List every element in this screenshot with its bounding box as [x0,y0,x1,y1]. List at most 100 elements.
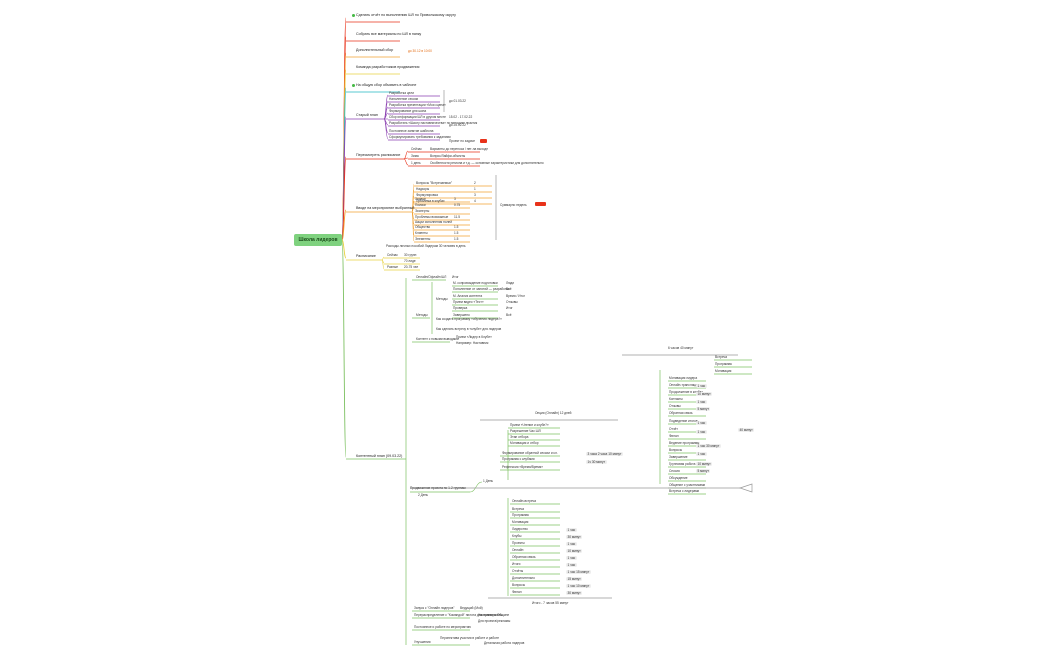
old-plan-item-4[interactable]: Сбор информации ШЛ в другом месте [389,115,446,119]
red-flag-icon: _____ [535,201,546,206]
workshop-listval-1: 0.75 [454,203,461,207]
workshop-title[interactable]: Вводе на мероприятие выбранный [356,206,415,210]
workshop-list-5: Общество [415,225,431,229]
cp-right-item-7: Отзывы [669,404,681,408]
cp-right-time-4: 1 час [696,420,707,426]
branch-line [381,256,385,261]
cp-day2-time-3: 10 минут [566,548,583,554]
cp-mid-lower-1: Программа с клубами [502,457,535,461]
schedule-val-1: 70 лиде [404,259,416,263]
old-plan-item-5[interactable]: Разработать «Школу наставничества» по ме… [389,121,478,125]
cp-day2-item-7: Онлайн [512,548,524,552]
cp-top-0: Онлайн/Офлайн ШЛ [416,275,447,279]
cp-right-item-9: Подведение итогов [669,419,698,423]
workshop-list-4: Акции исполнения полей [415,220,452,224]
cp-method-val-3: Отзывы [506,300,518,304]
cp-question-1: Как сделать встречу в «клубе» для лидеро… [436,327,502,331]
schedule-key-0: Сейчас [387,253,398,257]
old-plan-item-2[interactable]: Разработка презентации «Моя сцена» [389,103,446,107]
cp-right-item-4: Онлайн-трансляция [669,383,699,387]
branch-line [403,158,409,166]
cp-mid-item-2: Этап отбора [510,435,529,439]
check-icon [352,14,355,17]
old-plan-item-3[interactable]: Формирование дня шопа [389,109,427,113]
root-topic[interactable]: Школа лидеров [294,234,342,246]
workshop-sub-1[interactable]: Надзоры [416,187,430,191]
cp-top-2: Контент с новыми выводами [416,337,459,341]
cp-right-time-10: 40 минут [738,427,755,433]
workshop-subval-0: 2 [474,181,476,185]
workshop-sub-0[interactable]: Вопросы "Встречаемых" [416,181,453,185]
cp-right-item-1: Программа [715,362,732,366]
cp-mid-time-1: 1ч 30 минут [586,459,607,465]
cp-right-item-0: Встреча [715,355,728,359]
schedule-key-2: Разные [387,265,399,269]
red-flag-icon: ___ [480,138,488,143]
cp-right-time-0: 1 час [696,383,707,389]
cp-right-item-15: Групповая работа [669,462,696,466]
cp-method-2: М. Анализ контента [453,294,483,298]
cp-method-val-5: Всё [506,313,512,317]
cp-day2-item-6: Проекты [512,541,525,545]
cp-right-item-11: Финал [669,434,679,438]
cp-right-time-3: 5 минут [696,406,711,412]
cp-right-item-13: Вопросы [669,448,683,452]
cp-bottom-note-4: Детальная работа лидеров [484,641,525,645]
cp-bottom-note-3: Перспектива участия в работе и работе [440,636,500,640]
workshop-listval-7: 1.5 [454,237,459,241]
workshop-listval-6: 1.5 [454,231,459,235]
workshop-subval-1: 1 [474,187,476,191]
cp-mid-label: Продвижение проекта по 1-2 группам [410,486,466,490]
topic-top-3[interactable]: Команда разработчиков продвижения [356,65,420,69]
cp-methods-head: Методы [436,297,448,301]
schedule-val-0: 30 групп [404,253,417,257]
workshop-sub-3[interactable]: Проблема в клубах [416,199,445,203]
workshop-subval-3: 4 [474,199,476,203]
topic-top-note-2: до 30.12 в 10:00 [408,49,432,53]
old-plan-item-7[interactable]: Сформулировать требования к заданиям [389,135,451,139]
workshop-summary: Суммарно недель [500,203,527,207]
cp-mid-lower-2: Рефлексия «Время/Время» [502,465,543,469]
reconsider-key-1: Зима [411,154,419,158]
topic-top-1[interactable]: Собрать все материалы по ШЛ в папку [356,32,422,36]
cp-right-time-5: 1 час [696,429,707,435]
old-plan-title[interactable]: Старый план [356,113,378,117]
reconsider-val-1: Вопрос/Лайфи-объекты [430,154,466,158]
cp-right-item-5: Продолжение в клубах [669,390,703,394]
cp-bottom-item-0: Запуск с "Онлайн лидеров" [414,606,455,610]
branch-line [383,118,389,140]
cp-right-item-18: Общение с участниками [669,483,706,487]
cp-right-item-10: Отчёт [669,427,678,431]
content-plan-title[interactable]: Контентный план (09.03.22) [356,454,403,458]
cp-mid-time-0: 3 часа 2 часа 10 минут [586,451,623,457]
cp-mid-item-1: Разрешение Час ШЛ [510,429,541,433]
cp-method-0: М. сопровождение подготовки [453,281,498,285]
workshop-sub-2[interactable]: Формулировка [416,193,438,197]
schedule-title[interactable]: Расписание [356,254,376,258]
topic-top-4[interactable]: На общую сбор объявить в чаблоне [356,83,417,87]
reconsider-title[interactable]: Пересмотреть расписание [356,153,401,157]
workshop-subval-2: 3 [474,193,476,197]
branch-line [381,259,385,270]
old-plan-item-1[interactable]: Наполнение сессии [389,97,419,101]
cp-method-val-1: Всё [506,287,512,291]
cp-method-5: Завершено [453,313,470,317]
topic-top-0[interactable]: Сделать отчёт по выполнению ШЛ по Привол… [356,13,456,17]
schedule-note: Расходы личных пособий Лидерам 30 челове… [386,244,466,248]
cp-day2-time-4: 1 час [566,555,577,561]
workshop-listval-3: 11.5 [454,215,460,219]
cp-bottom-note-1: Наставник в Общине [478,613,510,617]
workshop-list-6: Клиенты [415,231,428,235]
cp-right-time-6: 1 час 30 минут [696,443,721,449]
old-plan-item-6[interactable]: Постоянное занятие шаблона [389,129,434,133]
cp-right-time-1: 10 минут [696,391,713,397]
topic-top-2[interactable]: Дополнительный сбор [356,48,394,52]
old-plan-item-0[interactable]: Разработка цели [389,91,414,95]
cp-day2-time-5: 1 час [566,562,577,568]
cp-right-time-2: 1 час [696,399,707,405]
cp-day2-item-2: Программа [512,513,529,517]
cp-day1-label: 1 День [483,479,494,483]
cp-day2-time-1: 30 минут [566,534,583,540]
workshop-list-0: Задачи [415,197,426,201]
